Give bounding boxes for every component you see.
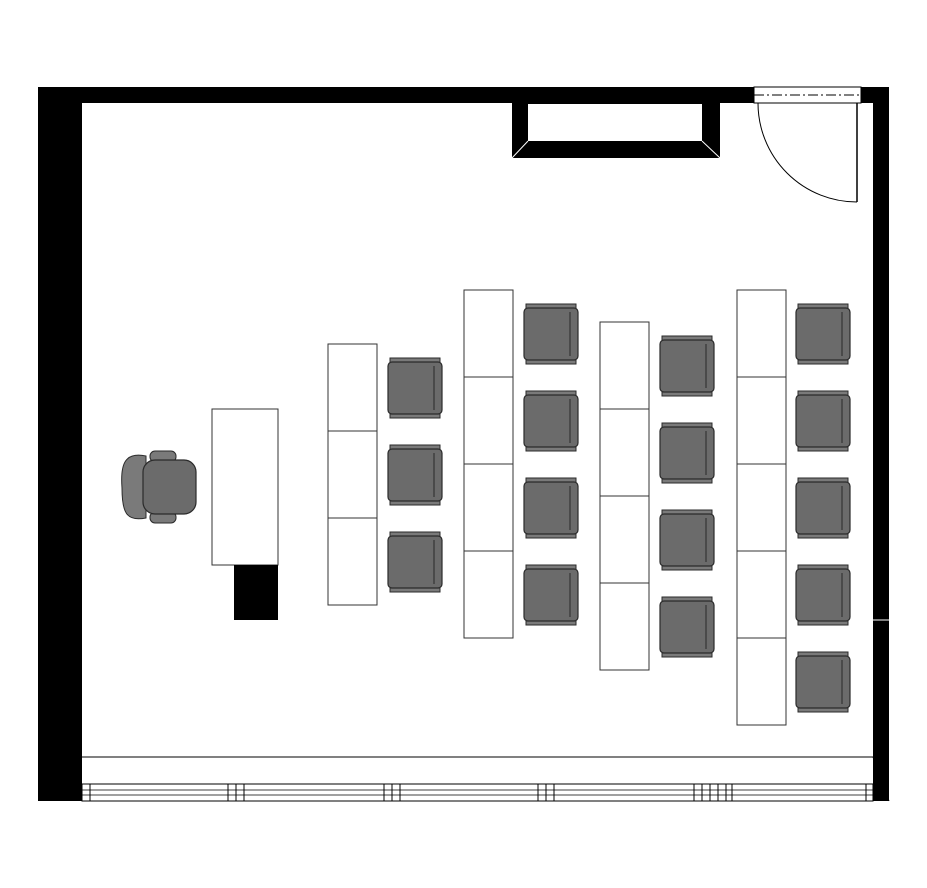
student-chair (523, 390, 579, 452)
window-frame (81, 783, 874, 802)
student-chair (523, 477, 579, 539)
student-desk (599, 495, 650, 584)
top-jamb (700, 87, 754, 103)
student-chair (659, 509, 715, 571)
teacher-area (121, 408, 279, 620)
walls (38, 87, 889, 801)
student-row-1 (327, 343, 443, 606)
student-row-3 (599, 321, 715, 671)
cabinet-bevel (511, 140, 529, 159)
student-desk (599, 582, 650, 671)
student-chair (387, 357, 443, 419)
student-desk (599, 321, 650, 410)
equipment-cabinet (234, 565, 278, 620)
door-swing-arc (757, 102, 858, 203)
student-row-2 (463, 289, 579, 639)
corner-diagonal (872, 756, 890, 802)
student-rows (327, 289, 851, 726)
student-chair (795, 303, 851, 365)
student-desk (599, 408, 650, 497)
student-chair (659, 422, 715, 484)
cabinet-bevel-2 (701, 140, 721, 159)
teacher-desk (211, 408, 279, 566)
top-wall-left (38, 87, 754, 103)
student-desk (736, 637, 787, 726)
student-desk (327, 343, 378, 432)
student-chair (795, 651, 851, 713)
window-wall (81, 619, 890, 802)
student-row-4 (736, 289, 851, 726)
student-desk (463, 376, 514, 465)
right-wall (873, 87, 889, 801)
student-chair (659, 596, 715, 658)
student-chair (387, 444, 443, 506)
student-chair (795, 390, 851, 452)
student-desk (736, 550, 787, 639)
chair-seat (142, 459, 197, 515)
student-chair (523, 303, 579, 365)
student-chair (523, 564, 579, 626)
teacher-office-chair (121, 450, 197, 524)
student-desk (327, 517, 378, 606)
cabinet-inner (528, 104, 702, 141)
student-desk (463, 289, 514, 378)
student-chair (795, 564, 851, 626)
door (753, 86, 862, 203)
top-right-corner (861, 87, 889, 103)
student-chair (795, 477, 851, 539)
student-desk (463, 463, 514, 552)
window-mullions (89, 784, 867, 801)
built-in-cabinet (511, 100, 721, 159)
left-wall (38, 87, 82, 801)
student-desk (736, 376, 787, 465)
student-desk (736, 463, 787, 552)
student-desk (327, 430, 378, 519)
student-desk (463, 550, 514, 639)
chair-backrest (121, 454, 147, 520)
student-chair (387, 531, 443, 593)
student-chair (659, 335, 715, 397)
student-desk (736, 289, 787, 378)
